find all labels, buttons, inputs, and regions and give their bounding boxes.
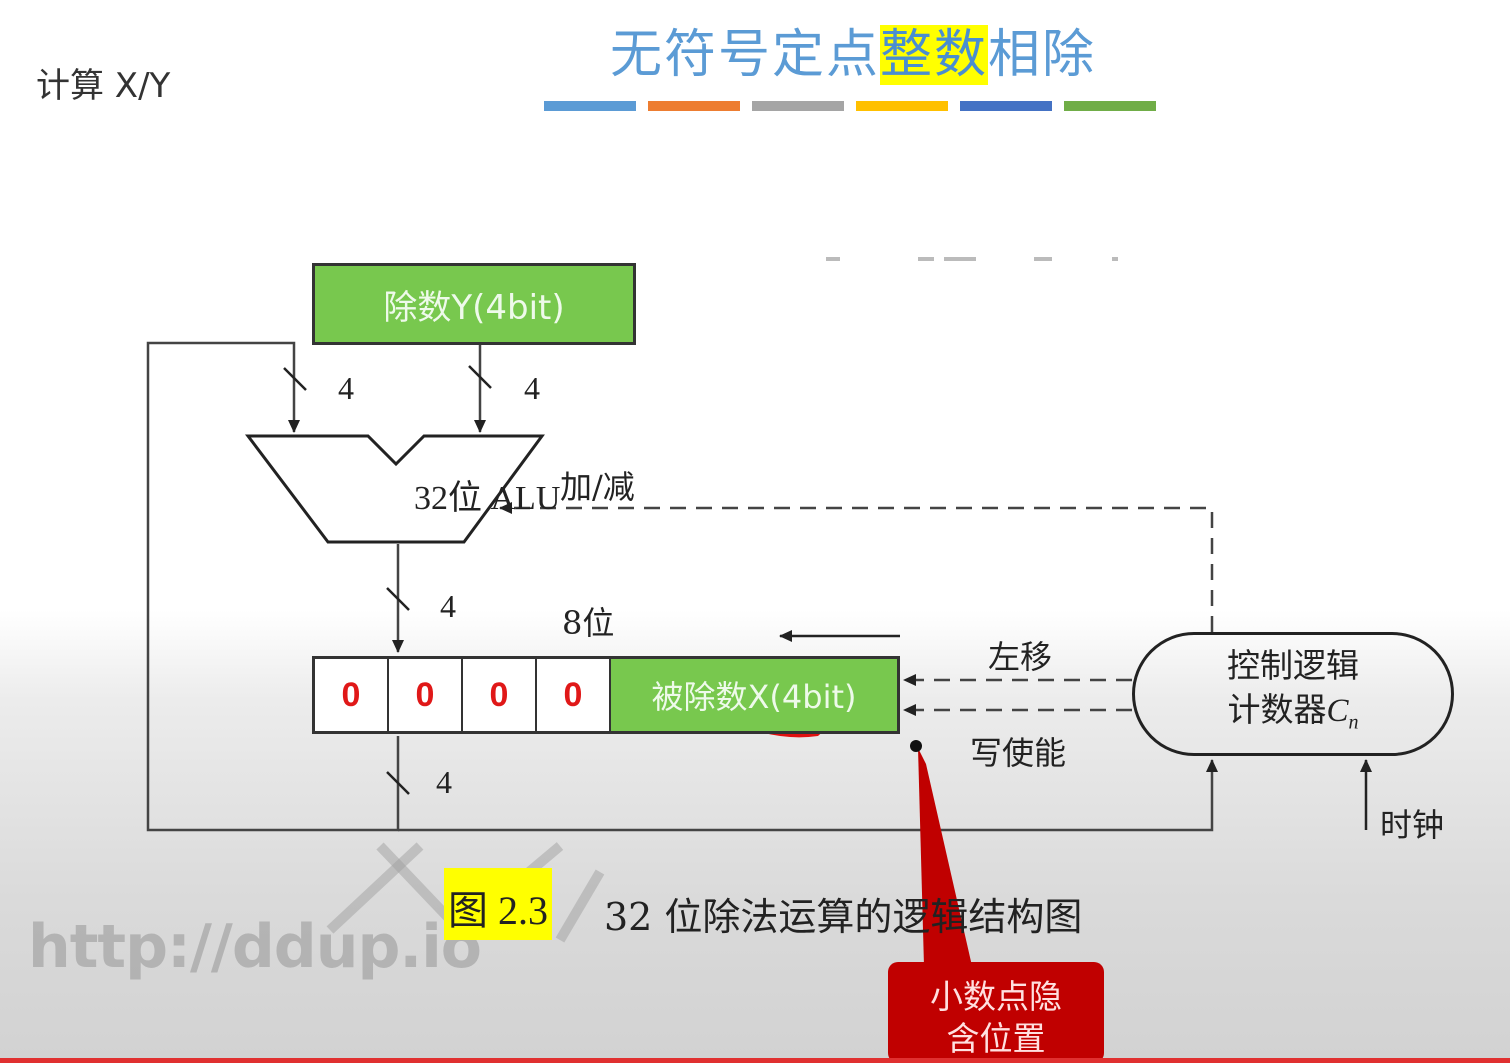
slide-title: 无符号定点整数相除 [610,12,1096,87]
bus-slash [386,587,410,611]
title-highlight: 整数 [880,25,989,85]
remainder-bit: 0 [537,659,611,731]
bus-width-label: 4 [524,370,540,406]
divisor-register: 除数Y(4bit) [312,263,636,345]
bus-slash [283,367,307,391]
callout-pointer [918,748,972,966]
bus-slash [468,365,492,389]
to-control-wire [398,759,1218,832]
decimal-point-callout: 小数点隐 含位置 [888,962,1104,1063]
title-rest: 相除 [988,25,1097,85]
callout-line1: 小数点隐 [930,977,1062,1016]
title-plain: 无符号定点 [610,25,881,85]
callout-line2: 含位置 [946,1019,1046,1058]
alu-shape [244,434,545,544]
control-counter-symbol: C [1326,692,1349,729]
register-width-label: 8位 [562,604,615,642]
remainder-bit: 0 [315,659,389,731]
clock-label: 时钟 [1380,806,1445,844]
alu-label: 32位 ALU [414,480,561,517]
bus-width-label: 4 [436,764,452,800]
control-line2: 计数器Cn [1227,688,1358,745]
title-color-bar [856,101,948,111]
control-line1: 控制逻辑 [1227,645,1359,685]
remainder-bit: 0 [463,659,537,731]
bus-slash [386,771,410,795]
figure-caption: 32 位除法运算的逻辑结构图 [604,895,1083,939]
title-color-bar [648,101,740,111]
add-sub-label: 加/减 [560,468,635,506]
decimal-point-dot [910,740,922,752]
watermark: http://ddup.io [28,912,482,982]
title-color-bar [960,101,1052,111]
title-color-bar [1064,101,1156,111]
bus-width-label: 4 [338,370,354,406]
control-logic-block: 控制逻辑 计数器Cn [1132,632,1454,756]
dividend-field: 被除数X(4bit) [611,659,897,731]
remainder-bit: 0 [389,659,463,731]
add-sub-control-wire [499,502,1214,632]
figure-number: 图 2.3 [444,868,552,940]
write-enable-label: 写使能 [970,734,1067,772]
bus-width-label: 4 [440,588,456,624]
shift-left-label: 左移 [988,638,1053,676]
control-counter-label: 计数器 [1227,689,1327,729]
calc-label: 计算 X/Y [36,66,171,106]
title-color-bar [752,101,844,111]
feedback-wire [146,341,400,832]
dividend-register: 0 0 0 0 被除数X(4bit) [312,656,900,734]
control-counter-subscript: n [1348,711,1359,734]
bottom-border [0,1058,1510,1063]
title-color-bar [544,101,636,111]
